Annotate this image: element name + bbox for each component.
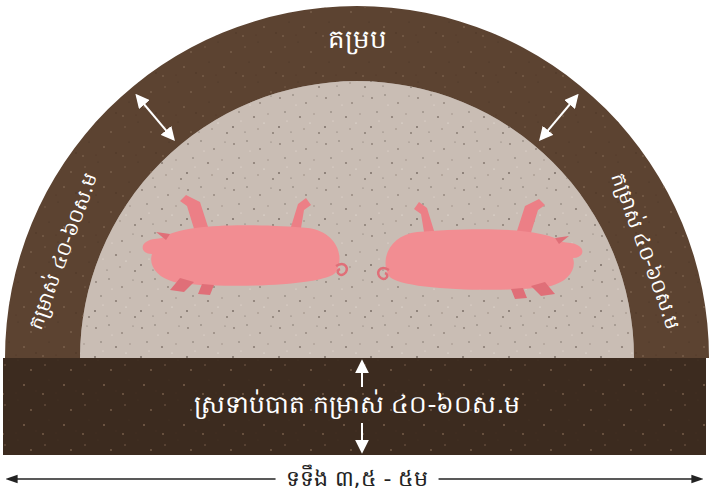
base-layer-band: ស្រទាប់បាត កម្រាស់ ៤០-៦០ស.ម <box>0 358 709 455</box>
width-dimension: ទទឹង ៣,៥ - ៥ម <box>276 466 439 492</box>
base-layer-label: ស្រទាប់បាត កម្រាស់ ៤០-៦០ស.ម <box>194 390 521 420</box>
cover-arch: គម្របកម្រាស់ ៤០-៦០ស.មកម្រាស់ ៤០-៦០ស.ម <box>0 0 709 360</box>
thickness-arrow <box>541 96 577 139</box>
base-texture <box>3 358 706 455</box>
thickness-arrow <box>137 96 173 139</box>
thickness-arrow <box>361 423 363 451</box>
pig <box>143 195 347 295</box>
cover-arch-shape <box>5 6 709 358</box>
cover-label: គម្រប <box>328 24 387 55</box>
pig <box>378 199 582 299</box>
base-layer-shape <box>3 358 706 455</box>
thickness-arrow <box>361 362 363 387</box>
cover-texture <box>5 6 709 358</box>
